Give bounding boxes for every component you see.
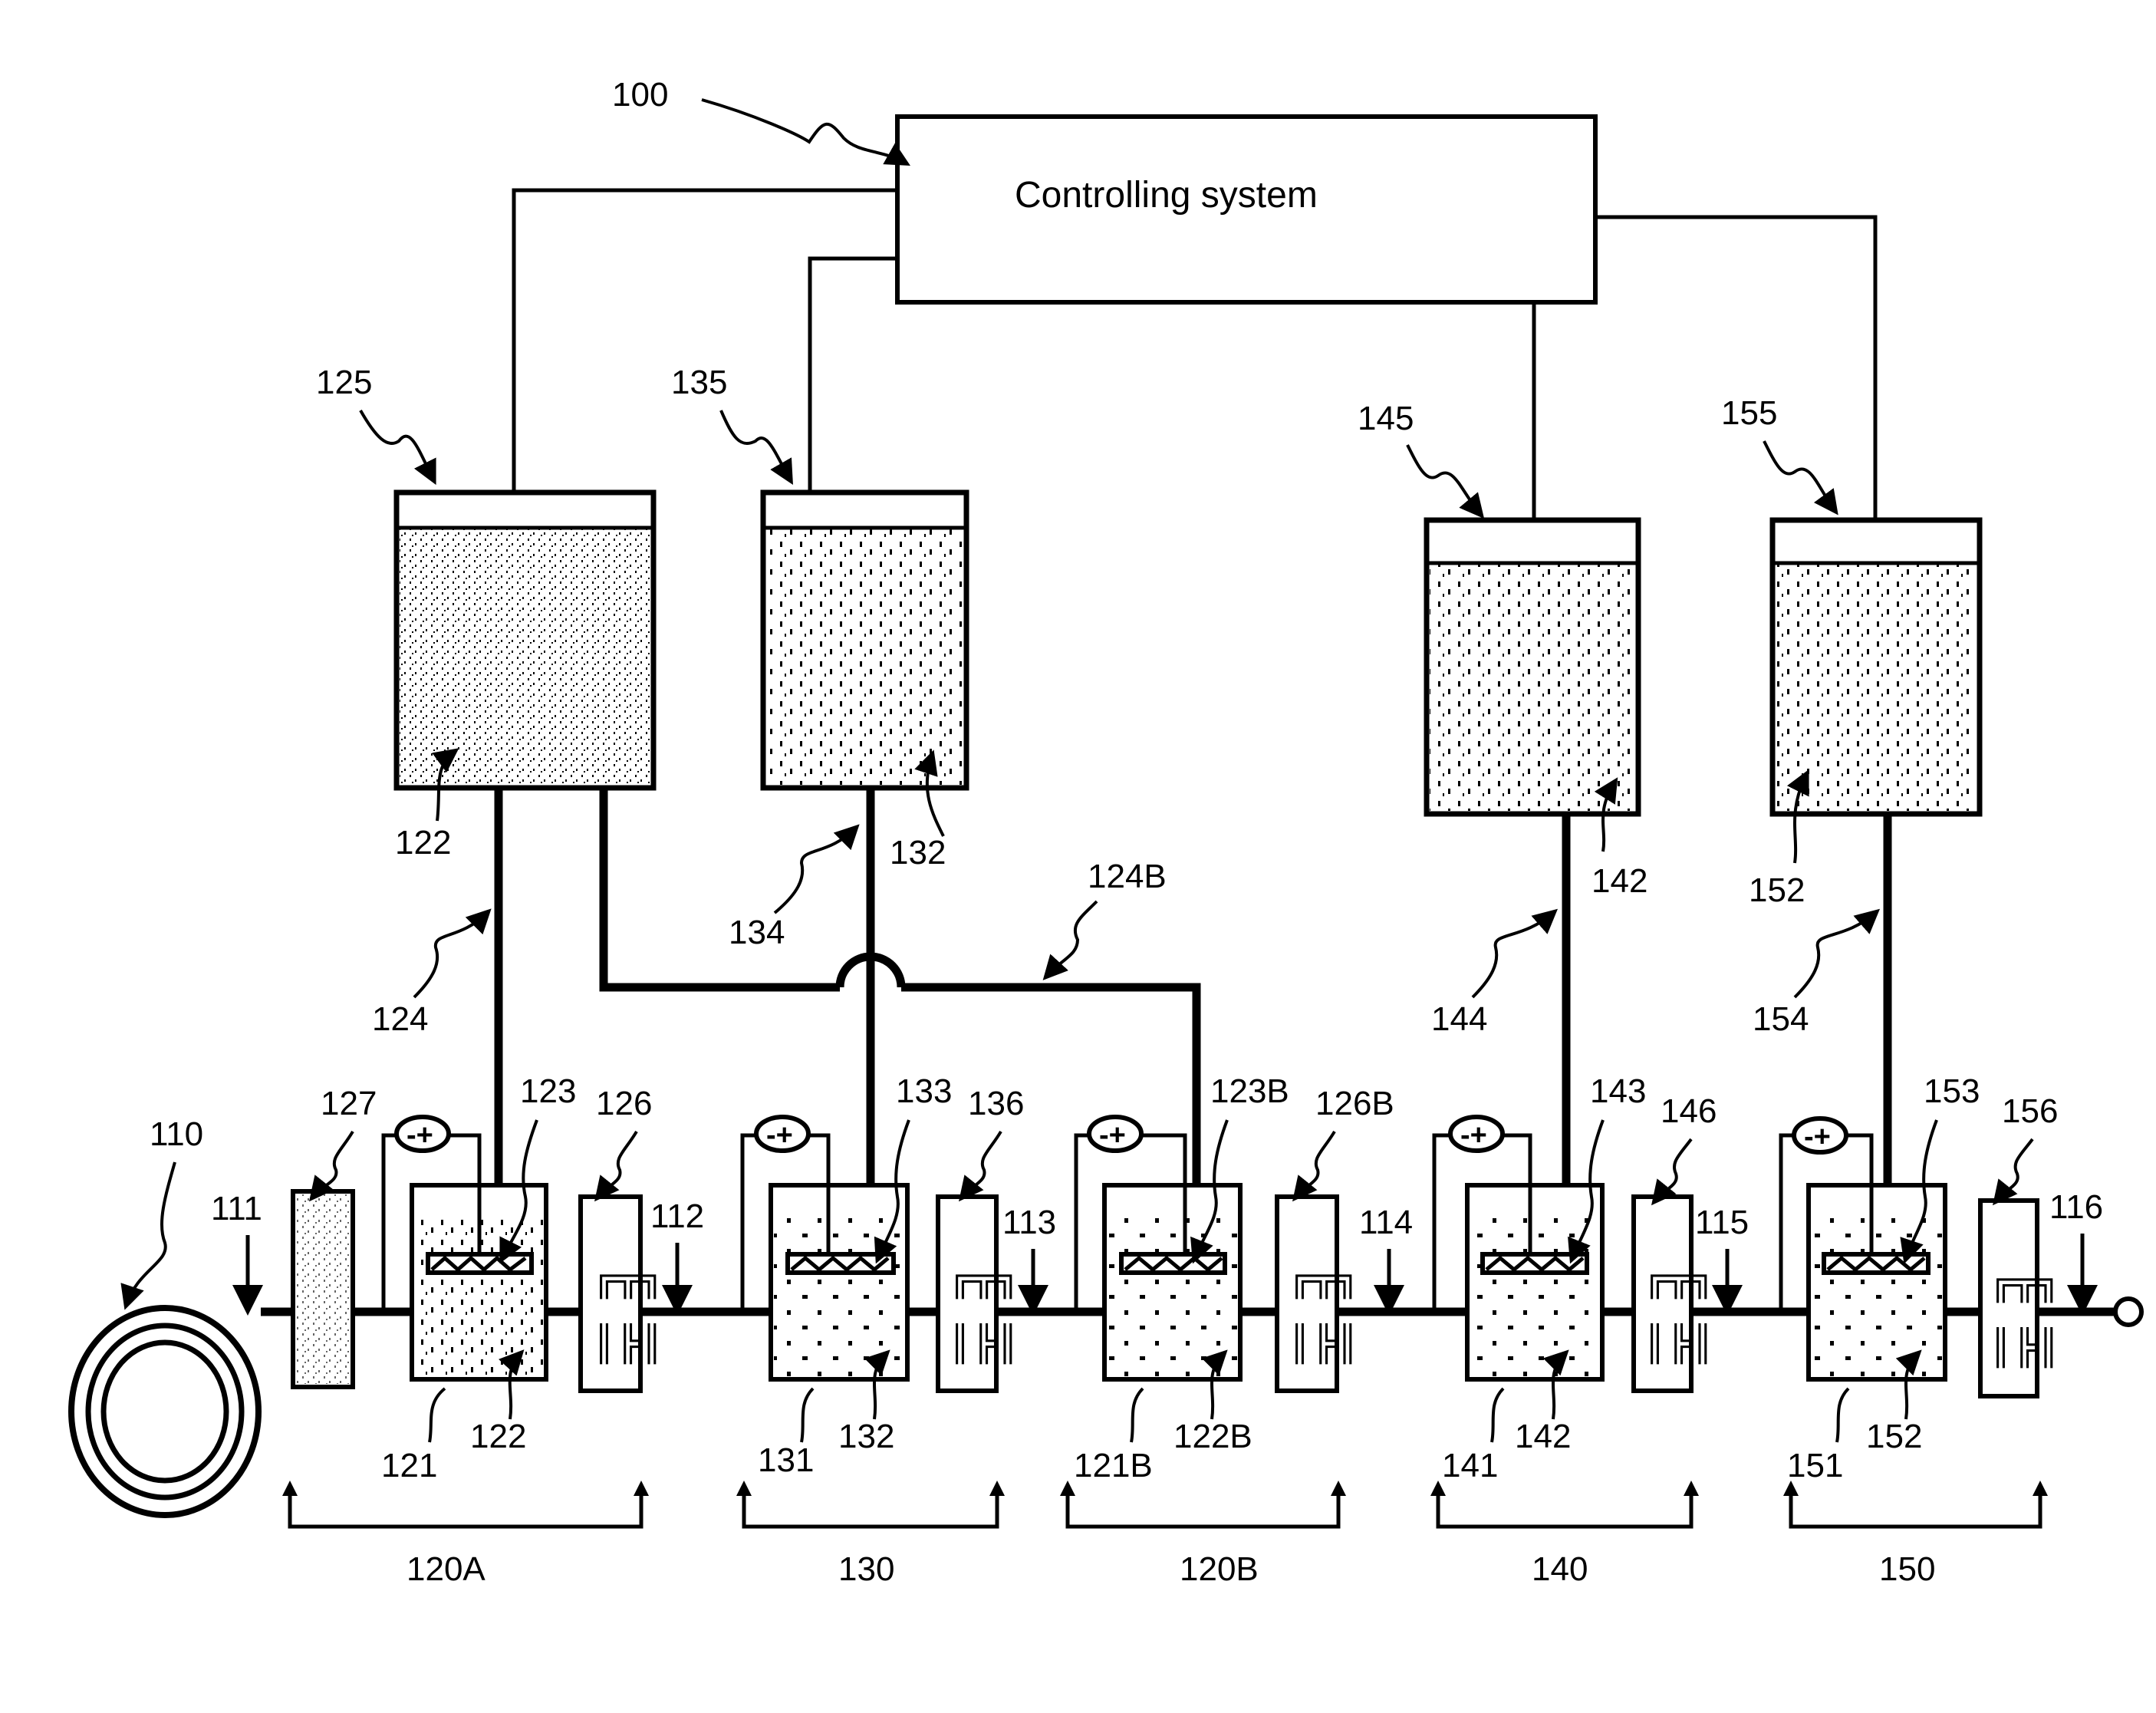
- bath-131: [771, 1185, 907, 1379]
- line-point-114: 114: [1359, 1204, 1413, 1308]
- svg-text:╔╦╗: ╔╦╗: [948, 1259, 1020, 1300]
- label-125: 125: [316, 364, 372, 401]
- svg-text:╔╦╗: ╔╦╗: [1643, 1259, 1715, 1300]
- svg-text:║╠║: ║╠║: [1288, 1323, 1360, 1365]
- label-133: 133: [896, 1072, 952, 1110]
- group-bracket-130: 130: [736, 1481, 1005, 1588]
- svg-text:120B: 120B: [1180, 1550, 1259, 1588]
- feed-pipe-124B: [604, 788, 840, 987]
- pre-roller-127: [293, 1191, 353, 1387]
- svg-text:║╠║: ║╠║: [1643, 1323, 1715, 1365]
- label-tank-fill-142: 142: [1591, 862, 1647, 900]
- label-126B: 126B: [1315, 1085, 1394, 1122]
- strip-end: [2115, 1299, 2141, 1325]
- label-123B: 123B: [1210, 1072, 1289, 1110]
- label-153: 153: [1924, 1072, 1980, 1110]
- group-bracket-120B: 120B: [1060, 1481, 1346, 1588]
- group-bracket-140: 140: [1430, 1481, 1699, 1588]
- svg-text:130: 130: [838, 1550, 894, 1588]
- label-121B: 121B: [1074, 1447, 1153, 1484]
- tank-155: [1773, 520, 1980, 814]
- label-123: 123: [520, 1072, 576, 1110]
- label-tank-fill-122: 122: [395, 824, 451, 861]
- svg-text:115: 115: [1695, 1204, 1749, 1241]
- tank-145: [1427, 520, 1638, 814]
- label-110: 110: [150, 1115, 203, 1153]
- svg-text:-+: -+: [766, 1119, 793, 1151]
- label-124: 124: [372, 1000, 428, 1038]
- label-145: 145: [1358, 400, 1414, 437]
- label-141: 141: [1442, 1447, 1498, 1484]
- label-134: 134: [729, 914, 785, 951]
- coil-110: [71, 1308, 258, 1515]
- post-roller-126B: ╔╦╗ ║╠║: [1277, 1197, 1360, 1391]
- svg-text:╔╦╗: ╔╦╗: [592, 1259, 664, 1300]
- svg-text:║╠║: ║╠║: [948, 1323, 1020, 1365]
- bath-141: [1467, 1185, 1602, 1379]
- label-144: 144: [1431, 1000, 1487, 1038]
- svg-text:114: 114: [1359, 1204, 1413, 1241]
- svg-text:150: 150: [1879, 1550, 1935, 1588]
- svg-text:║╠║: ║╠║: [592, 1323, 664, 1365]
- label-146: 146: [1661, 1092, 1717, 1130]
- svg-text:║╠║: ║╠║: [1989, 1326, 2061, 1369]
- label-100: 100: [612, 76, 668, 114]
- control-wire-125: [514, 190, 897, 492]
- label-127: 127: [321, 1085, 377, 1122]
- control-wire-155: [1595, 217, 1875, 520]
- label-124B: 124B: [1088, 858, 1167, 895]
- label-tank-fill-132: 132: [890, 834, 946, 871]
- label-131: 131: [758, 1441, 814, 1479]
- label-136: 136: [968, 1085, 1024, 1122]
- control-wire-135: [810, 259, 897, 492]
- svg-text:╔╦╗: ╔╦╗: [1989, 1263, 2061, 1303]
- label-126: 126: [596, 1085, 652, 1122]
- label-152: 152: [1866, 1418, 1922, 1455]
- label-135: 135: [671, 364, 727, 401]
- line-point-111: 111: [211, 1190, 262, 1308]
- group-bracket-120A: 120A: [282, 1481, 649, 1588]
- group-bracket-150: 150: [1783, 1481, 2048, 1588]
- svg-text:120A: 120A: [407, 1550, 486, 1588]
- label-142: 142: [1515, 1418, 1571, 1455]
- label-156: 156: [2002, 1092, 2058, 1130]
- svg-text:╔╦╗: ╔╦╗: [1288, 1259, 1360, 1300]
- controller-title: Controlling system: [1015, 175, 1318, 216]
- label-155: 155: [1721, 394, 1777, 432]
- label-154: 154: [1753, 1000, 1809, 1038]
- svg-text:112: 112: [650, 1197, 704, 1235]
- label-tank-fill-152: 152: [1749, 871, 1805, 909]
- tank-135: [763, 492, 966, 788]
- label-143: 143: [1590, 1072, 1646, 1110]
- svg-text:-+: -+: [1099, 1119, 1126, 1151]
- squiggle-arrow-100: [702, 100, 905, 163]
- label-122B: 122B: [1173, 1418, 1252, 1455]
- label-121: 121: [381, 1447, 437, 1484]
- svg-text:-+: -+: [407, 1119, 433, 1151]
- svg-text:111: 111: [211, 1190, 262, 1227]
- label-122: 122: [470, 1418, 526, 1455]
- svg-text:113: 113: [1002, 1204, 1056, 1241]
- tank-125: [397, 492, 653, 788]
- svg-text:116: 116: [2049, 1188, 2103, 1226]
- label-151: 151: [1787, 1447, 1843, 1484]
- post-roller-156: ╔╦╗ ║╠║: [1980, 1201, 2061, 1396]
- bath-121B: [1104, 1185, 1240, 1379]
- svg-text:-+: -+: [1804, 1121, 1831, 1153]
- svg-text:140: 140: [1532, 1550, 1588, 1588]
- svg-text:-+: -+: [1460, 1119, 1487, 1151]
- label-132: 132: [838, 1418, 894, 1455]
